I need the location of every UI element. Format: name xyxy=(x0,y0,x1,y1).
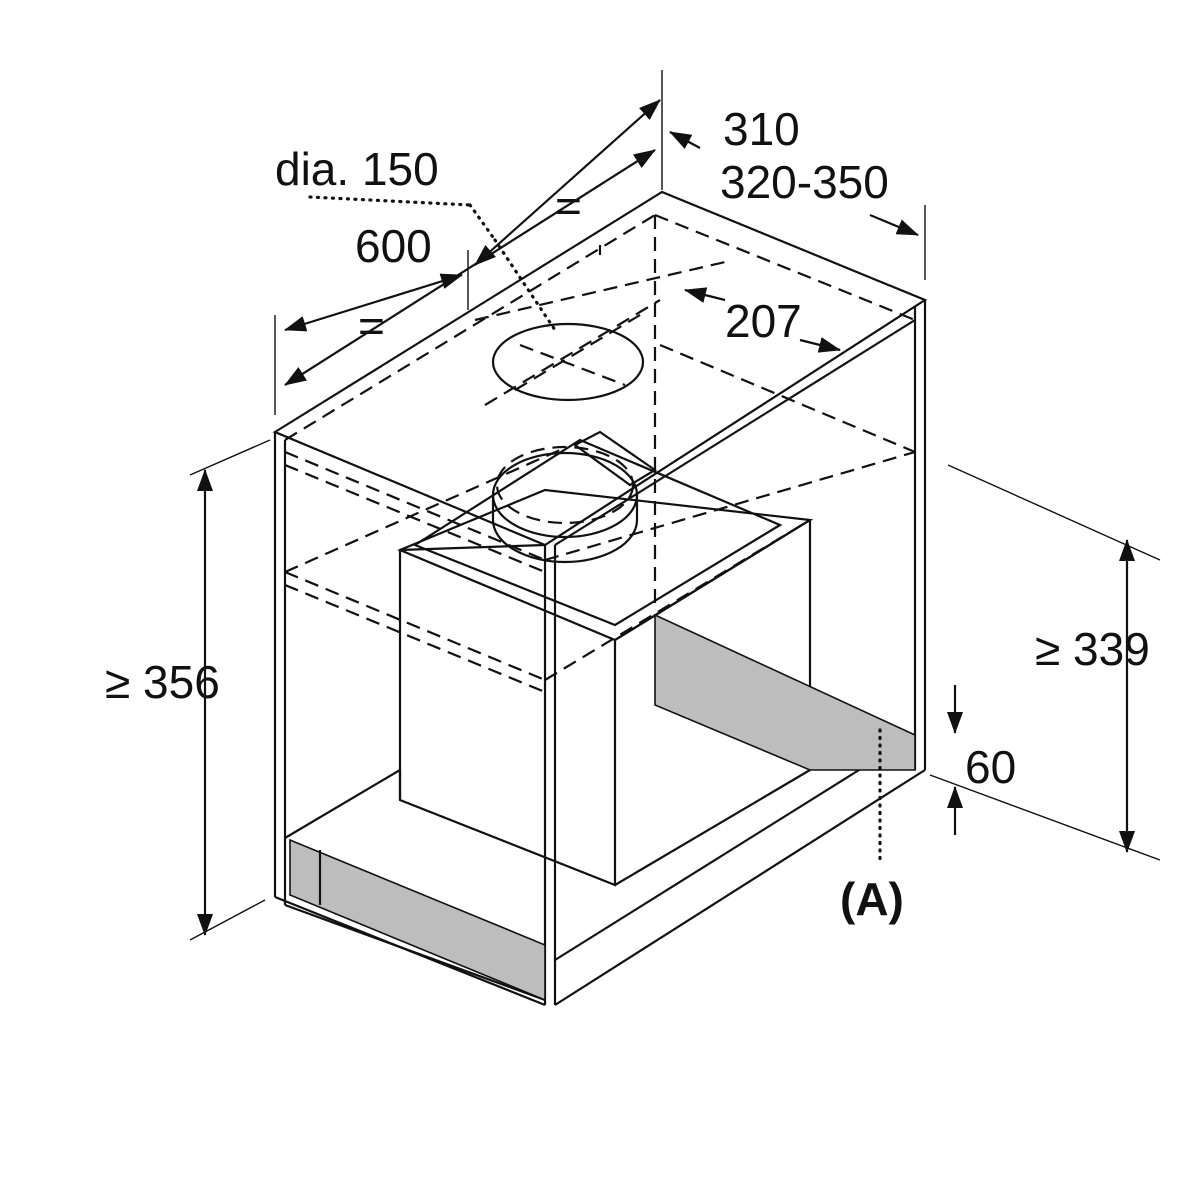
dimension-lines xyxy=(189,70,1161,941)
label-strip: 60 xyxy=(965,741,1016,793)
label-offset: 207 xyxy=(725,295,802,347)
label-height-right: ≥ 339 xyxy=(1035,623,1150,675)
label-depth-range: 320-350 xyxy=(720,156,889,208)
label-height-left: ≥ 356 xyxy=(105,656,220,708)
label-eq-top: = xyxy=(555,180,582,232)
filler-strips xyxy=(289,613,916,1002)
label-dia: dia. 150 xyxy=(275,143,439,195)
duct-collar xyxy=(491,430,658,564)
label-depth-main: 310 xyxy=(723,103,800,155)
label-callout: (A) xyxy=(840,873,904,925)
cabinet-outline xyxy=(272,190,928,1007)
label-eq-front: = xyxy=(358,300,385,352)
label-width: 600 xyxy=(355,220,432,272)
